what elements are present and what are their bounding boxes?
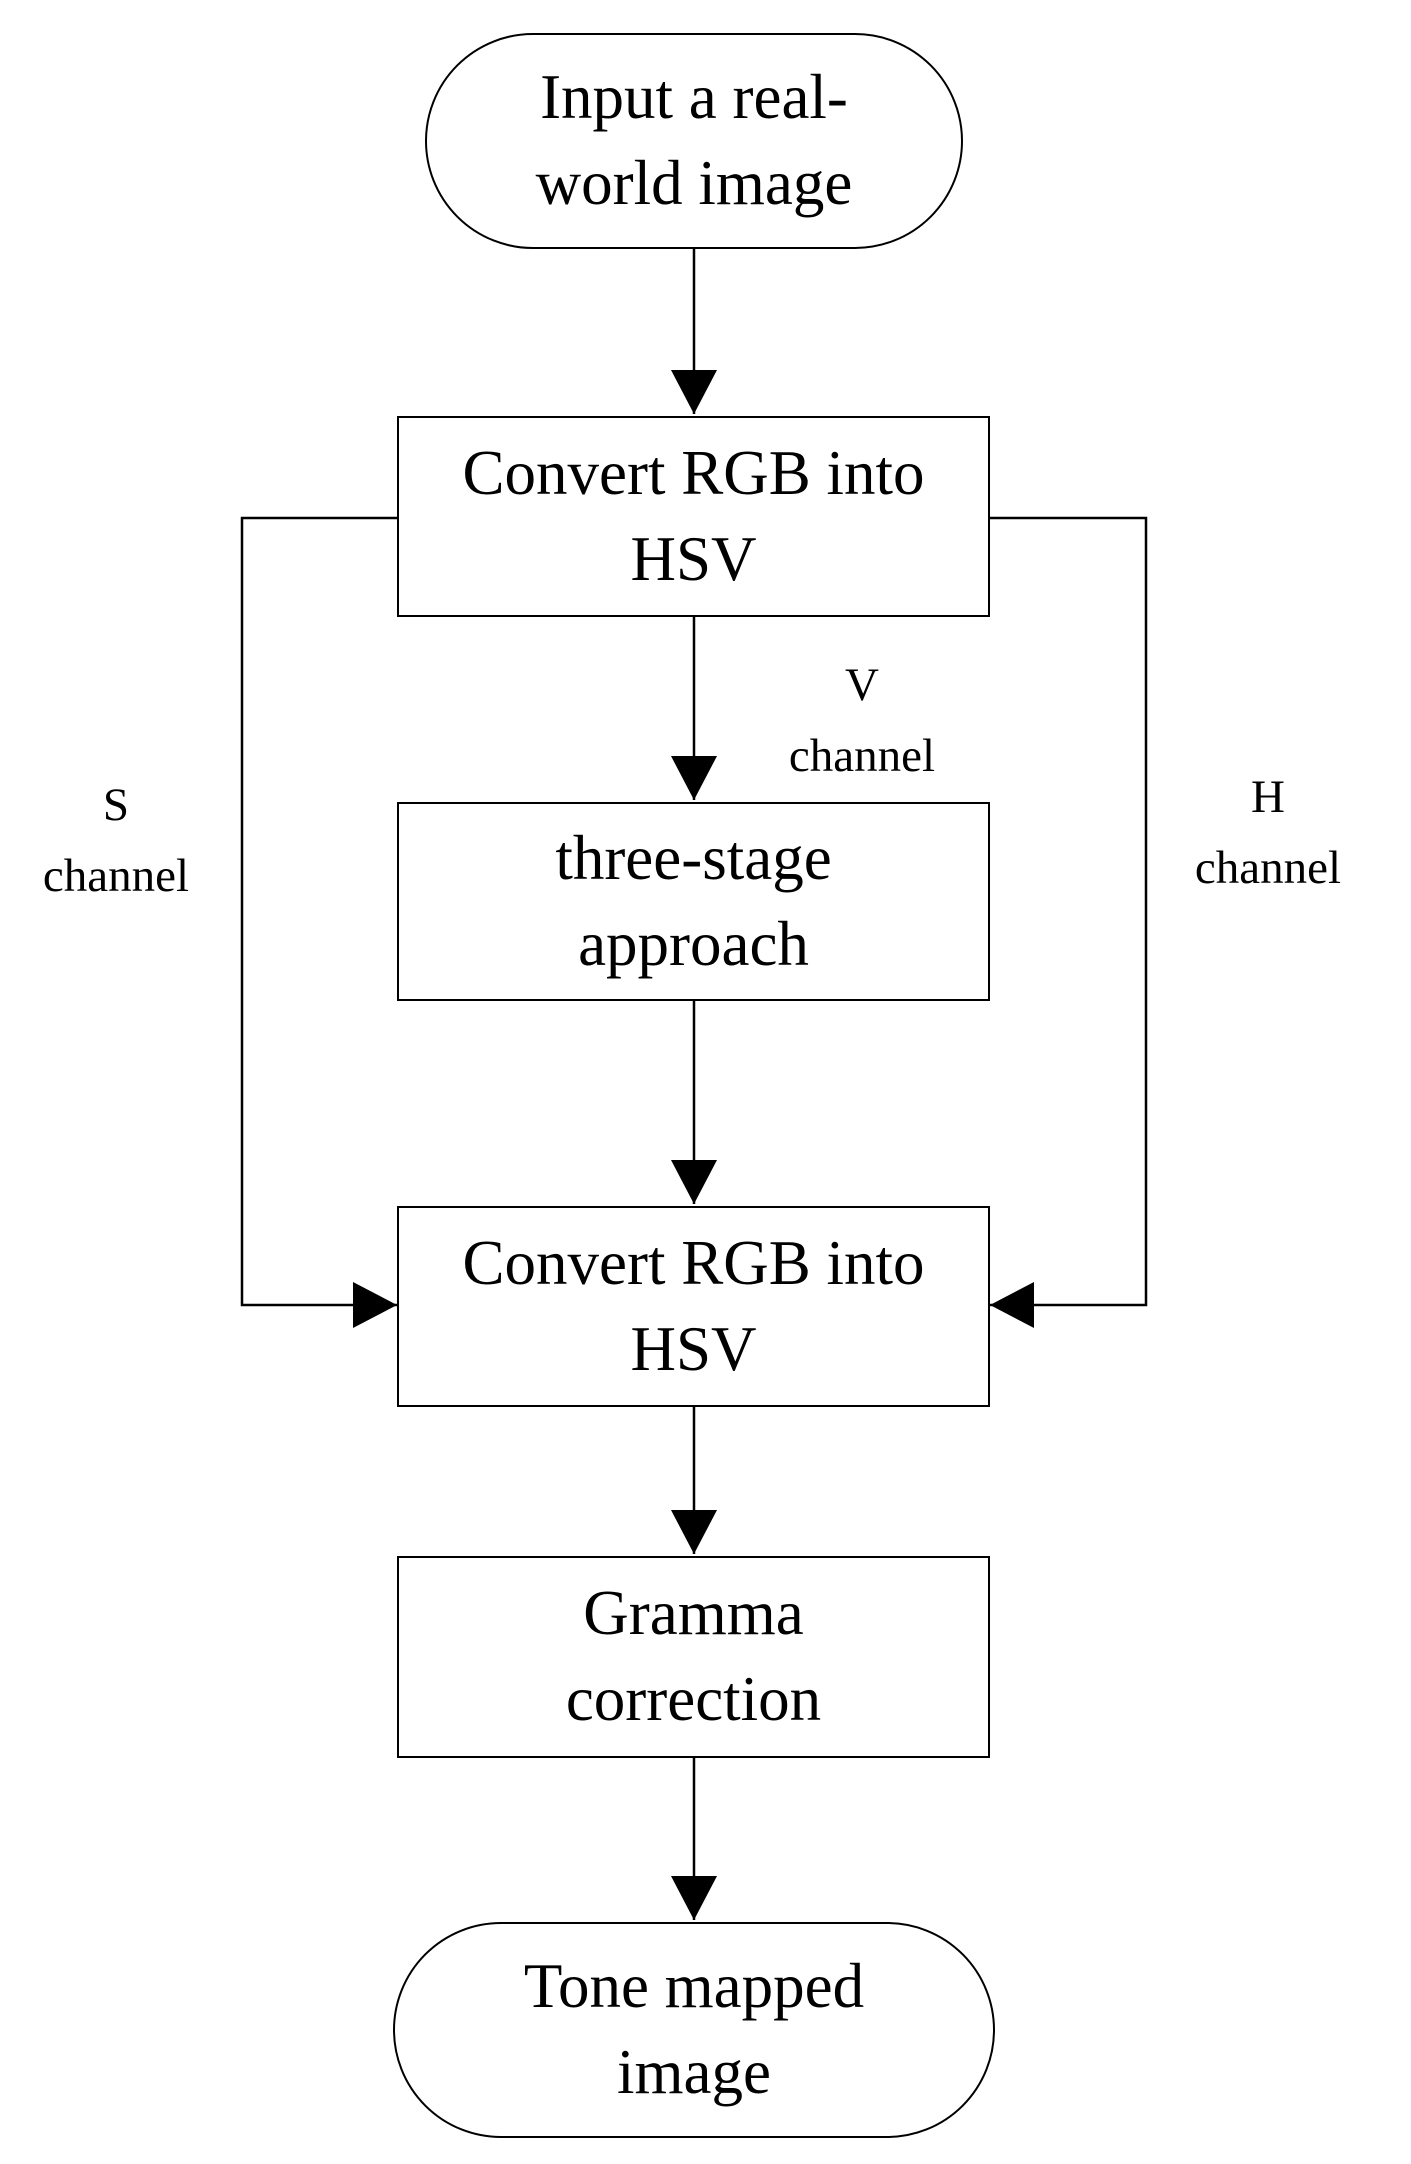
gamma-correction-box: Gramma correction: [397, 1556, 990, 1758]
end-line-1: Tone mapped: [523, 1951, 865, 2022]
start-line-2: world image: [535, 148, 853, 218]
h-channel-line-2: channel: [1194, 841, 1342, 894]
s-channel-line-2: channel: [42, 849, 190, 902]
start-line-1: Input a real-: [540, 62, 848, 133]
arrow-s-channel: [240, 516, 397, 1328]
v-channel-line-1: V: [845, 659, 879, 711]
convert-1-line-1: Convert RGB into: [462, 437, 925, 508]
three-stage-line-1: three-stage: [555, 822, 832, 893]
end-terminal: Tone mapped image: [393, 1922, 995, 2138]
s-channel-label: S channel: [16, 770, 216, 911]
start-terminal: Input a real- world image: [425, 33, 963, 249]
gamma-line-2: correction: [565, 1664, 822, 1734]
h-channel-label: H channel: [1168, 762, 1368, 903]
convert-1-line-2: HSV: [630, 523, 757, 594]
three-stage-line-2: approach: [578, 908, 809, 979]
convert-2-line-1: Convert RGB into: [462, 1227, 925, 1298]
convert-rgb-to-hsv-box-2: Convert RGB into HSV: [397, 1206, 990, 1407]
three-stage-approach-box: three-stage approach: [397, 802, 990, 1001]
h-channel-line-1: H: [1251, 771, 1285, 823]
arrow-h-channel: [990, 516, 1148, 1328]
end-line-2: image: [617, 2037, 771, 2107]
convert-2-line-2: HSV: [630, 1313, 757, 1384]
v-channel-line-2: channel: [788, 729, 936, 782]
s-channel-line-1: S: [102, 779, 130, 831]
convert-rgb-to-hsv-box-1: Convert RGB into HSV: [397, 416, 990, 617]
gamma-line-1: Gramma: [583, 1578, 804, 1649]
v-channel-label: V channel: [762, 650, 962, 791]
